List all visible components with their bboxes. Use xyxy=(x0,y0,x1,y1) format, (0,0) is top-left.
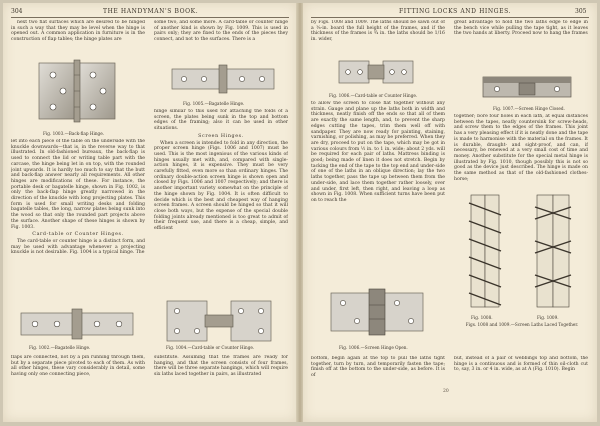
section-heading: Screen Hinges. xyxy=(198,133,244,139)
paragraph: substitute. Assuming that the frames are… xyxy=(154,355,288,378)
section-heading: Card-table or Counter Hinges. xyxy=(32,232,124,238)
figure-bagatelle-hinge-1002 xyxy=(17,303,137,345)
left-col2-middle: hinge similar to this used for attaching… xyxy=(154,109,288,255)
paragraph: great advantage to hold the two laths ed… xyxy=(454,20,588,37)
left-col1-bottom: flaps are connected, not by a pin runnin… xyxy=(11,355,145,417)
figure-caption: Figs. 1008 and 1009.—Screen Laths Laced … xyxy=(465,322,579,327)
right-col2-middle: together; bore four holes in each lath, … xyxy=(454,114,588,192)
figure-caption: Fig. 1009. xyxy=(537,315,559,320)
right-running-head: FITTING LOCKS AND HINGES. xyxy=(399,8,512,15)
figure-screen-laths-laced xyxy=(463,193,587,313)
paragraph: The card-table or counter hinge is a dis… xyxy=(11,238,145,255)
figure-card-table-hinge xyxy=(159,293,279,349)
right-head-rule xyxy=(311,17,589,18)
left-head-rule xyxy=(11,17,289,18)
right-col2-top: great advantage to hold the two laths ed… xyxy=(454,20,588,49)
paragraph: by Figs. 1008 and 1009. The laths should… xyxy=(311,20,445,43)
paragraph: flaps are connected, not by a pin runnin… xyxy=(11,355,145,378)
left-page: 304 THE HANDYMAN'S BOOK. next two flat s… xyxy=(3,3,297,422)
figure-back-flap-hinge xyxy=(35,55,121,127)
left-col1-middle: let into each piece of the table on the … xyxy=(11,139,145,255)
figure-card-table-hinge-small xyxy=(333,53,419,91)
figure-screen-hinge-closed xyxy=(479,69,575,105)
right-col1-top: by Figs. 1008 and 1009. The laths should… xyxy=(311,20,445,49)
paragraph: When a screen is intended to fold in any… xyxy=(154,140,288,232)
figure-caption: Fig. 1004.—Card-table or Counter Hinge. xyxy=(166,345,255,350)
paragraph: next two flat surfaces which are desired… xyxy=(11,20,145,43)
figure-caption: Fig. 1008. xyxy=(471,315,493,320)
book-gutter xyxy=(296,3,304,422)
signature-mark: 20 xyxy=(443,389,449,394)
left-col1-top: next two flat surfaces which are desired… xyxy=(11,20,145,49)
left-col2-bottom: substitute. Assuming that the frames are… xyxy=(154,355,288,417)
figure-caption: Fig. 1003.—Back-flap Hinge. xyxy=(43,131,105,136)
paragraph: let into each piece of the table on the … xyxy=(11,139,145,230)
figure-screen-hinge-open xyxy=(325,283,429,341)
paragraph: bottom, begin again at the top to pull t… xyxy=(311,356,445,379)
left-running-head: THE HANDYMAN'S BOOK. xyxy=(103,8,199,15)
right-page: FITTING LOCKS AND HINGES. 305 by Figs. 1… xyxy=(303,3,597,422)
right-page-number: 305 xyxy=(575,8,587,15)
figure-caption: Fig. 1002.—Bagatelle Hinge. xyxy=(29,345,91,350)
figure-caption: Fig. 1006.—Card-table or Counter Hinge. xyxy=(329,93,418,98)
paragraph: some two, and some more. A card-table or… xyxy=(154,20,288,43)
right-col2-bottom: but, instead of a pair of webbings top a… xyxy=(454,356,588,386)
right-col1-bottom: bottom, begin again at the top to pull t… xyxy=(311,356,445,386)
left-col2-top: some two, and some more. A card-table or… xyxy=(154,20,288,49)
paragraph: hinge similar to this used for attaching… xyxy=(154,109,288,132)
figure-bagatelle-hinge-1005 xyxy=(168,61,278,97)
paragraph: together; bore four holes in each lath, … xyxy=(454,114,588,182)
paragraph: to allow the screen to close flat togeth… xyxy=(311,101,445,203)
paragraph: but, instead of a pair of webbings top a… xyxy=(454,356,588,373)
right-col1-middle: to allow the screen to close flat togeth… xyxy=(311,101,445,281)
left-page-number: 304 xyxy=(11,8,23,15)
figure-caption: Fig. 1007.—Screen Hinge Closed. xyxy=(493,106,565,111)
figure-caption: Fig. 1005.—Bagatelle Hinge. xyxy=(183,101,245,106)
figure-caption: Fig. 1006.—Screen Hinge Open. xyxy=(339,345,408,350)
